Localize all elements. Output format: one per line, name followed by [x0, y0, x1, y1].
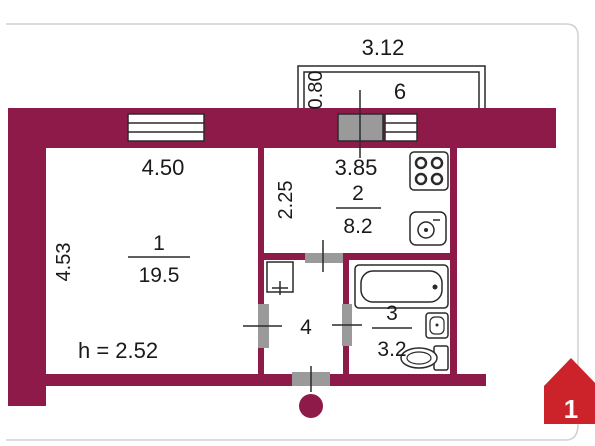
room2-number: 2 — [352, 182, 364, 205]
balcony-depth-label: 0.80 — [305, 71, 327, 110]
room2-width-label: 3.85 — [335, 155, 378, 180]
bathtub — [354, 264, 449, 309]
balcony-width-label: 3.12 — [362, 35, 405, 60]
house-icon — [544, 358, 595, 424]
door-room1-to-4 — [243, 304, 282, 348]
room2-length-label: 2.25 — [275, 181, 297, 220]
closet — [266, 261, 294, 295]
window-right — [384, 113, 418, 142]
door-entrance — [292, 366, 330, 392]
agency-logo: 1 — [544, 358, 595, 424]
entrance-marker — [299, 394, 323, 418]
room1-length-label: 4.53 — [53, 243, 75, 282]
room3-area: 3.2 — [377, 338, 406, 361]
door-bath — [332, 304, 362, 346]
left-wall-upper — [8, 108, 46, 380]
room4-number: 4 — [300, 316, 312, 339]
kitchen-sink — [409, 211, 447, 246]
frame-outline — [6, 23, 579, 441]
balcony-outline — [297, 65, 486, 108]
partition-wall-v — [258, 148, 264, 374]
right-wall — [450, 148, 457, 374]
window-left — [127, 113, 205, 142]
room3-number: 3 — [386, 302, 398, 325]
balcony-door — [337, 90, 384, 158]
ceiling-height-label: h = 2.52 — [78, 338, 158, 363]
room1-area: 19.5 — [139, 264, 180, 287]
balcony-room-number: 6 — [394, 79, 406, 104]
partition-wall-kitchen — [264, 253, 450, 260]
bottom-wall — [8, 374, 486, 386]
stove — [409, 151, 449, 191]
logo-number: 1 — [564, 394, 578, 424]
bathroom-sink — [425, 312, 449, 339]
door-kitchen — [305, 240, 343, 272]
room1-number: 1 — [153, 232, 165, 255]
top-wall — [8, 108, 556, 148]
room1-width-label: 4.50 — [142, 155, 185, 180]
toilet — [400, 345, 449, 371]
room2-area: 8.2 — [343, 215, 372, 238]
